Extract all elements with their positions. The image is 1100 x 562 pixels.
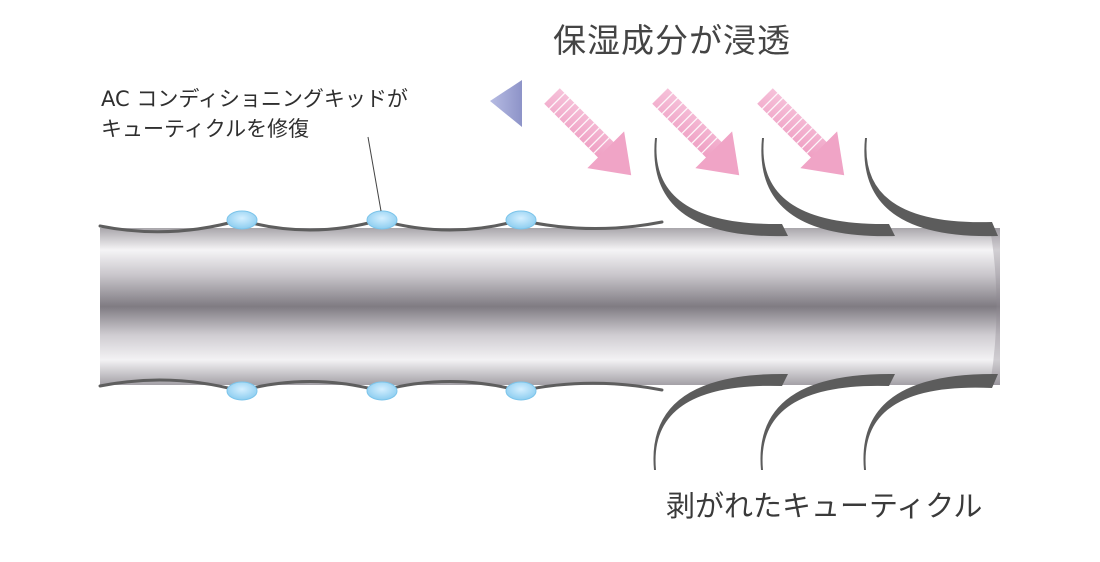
hair-shaft [100,228,1000,385]
droplets-bottom [226,381,537,401]
peeled-cuticle-bottom [653,373,998,470]
peeled-cuticle-label: 剥がれたキューティクル [666,489,983,523]
arrow-down-right-icon [757,88,845,176]
hair-shaft-end [990,228,1000,385]
conditioning-droplet [505,210,537,230]
conditioning-droplet [366,381,398,401]
droplets-top [226,210,537,230]
conditioning-droplet [505,381,537,401]
conditioning-droplet [366,210,398,230]
peeled-cuticle-flap [653,373,788,470]
peeled-cuticle-flap [864,138,998,237]
peeled-cuticle-flap [761,138,895,237]
annotation-leader-line [367,136,382,212]
triangle-pointer-icon [490,80,522,127]
repair-annotation: AC コンディショニングキッドが キューティクルを修復 [101,84,408,144]
repair-annotation-line-1: AC コンディショニングキッドが [101,87,408,111]
repair-annotation-line-2: キューティクルを修復 [101,117,310,141]
conditioning-droplet [226,381,258,401]
penetration-arrows [544,88,845,176]
arrow-down-right-icon [652,88,740,176]
conditioning-droplet [226,210,258,230]
penetration-title: 保湿成分が浸透 [553,21,791,60]
arrow-down-right-icon [544,88,632,176]
peeled-cuticle-flap [760,373,895,470]
peeled-cuticle-top [654,138,998,237]
peeled-cuticle-flap [863,373,998,470]
peeled-cuticle-flap [654,138,788,237]
